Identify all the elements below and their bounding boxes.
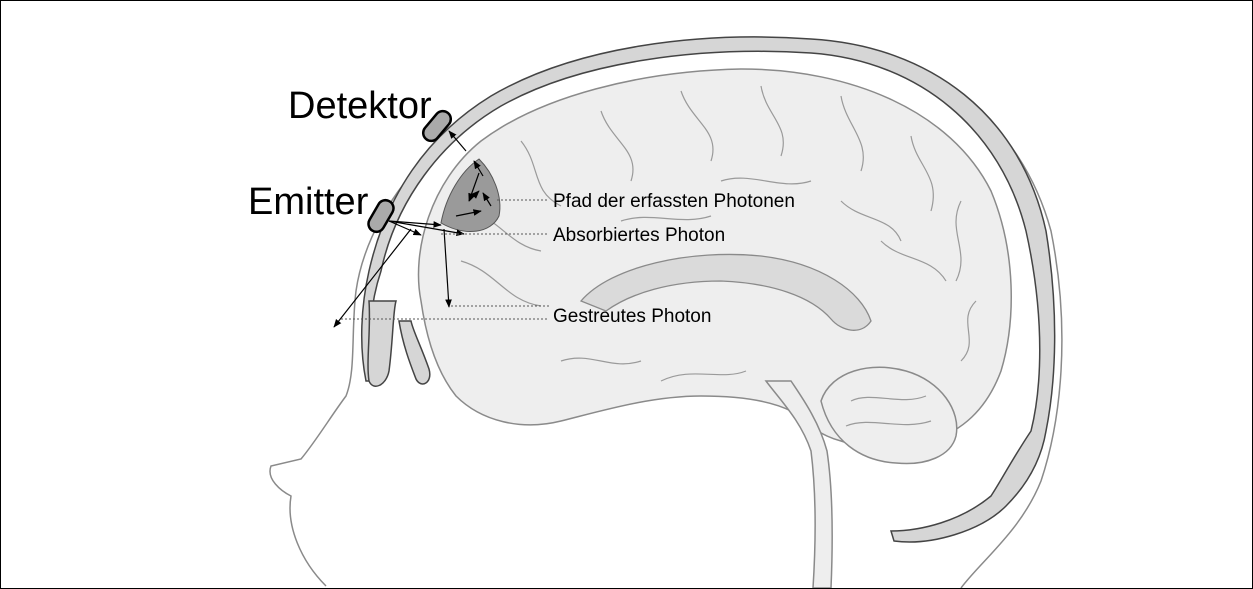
- sinus-left: [368, 301, 396, 386]
- detector-label: Detektor: [288, 85, 432, 127]
- emitter-label: Emitter: [248, 181, 369, 223]
- detected-path-label: Pfad der erfassten Photonen: [553, 191, 795, 212]
- scattered-photon-label: Gestreutes Photon: [553, 306, 711, 327]
- sinus-right: [399, 321, 430, 384]
- absorbed-photon-label: Absorbiertes Photon: [553, 225, 725, 246]
